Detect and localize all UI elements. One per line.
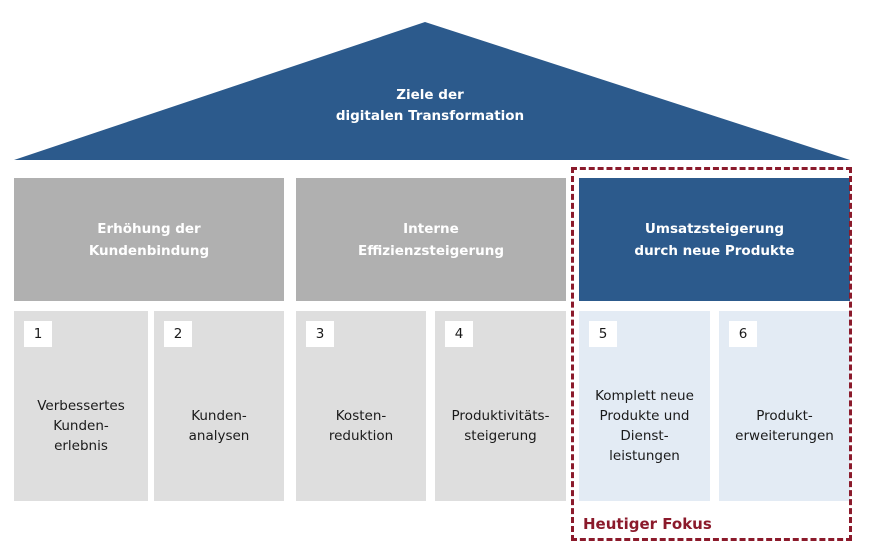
box-5-line-2: Produkte und — [599, 408, 690, 424]
box-6-line-1: Produkt- — [756, 408, 813, 424]
pillar-effizienz-line-2: Effizienzsteigerung — [357, 242, 505, 259]
box-1-line-2: Kunden- — [53, 418, 109, 434]
box-5-number: 5 — [589, 321, 617, 347]
box-3-label: Kosten- reduktion — [296, 351, 426, 501]
roof-shape — [14, 22, 850, 160]
box-5: 5 Komplett neue Produkte und Dienst- lei… — [579, 311, 710, 501]
box-6: 6 Produkt- erweiterungen — [719, 311, 850, 501]
box-5-line-3: Dienst- — [620, 428, 669, 444]
box-3-line-2: reduktion — [328, 428, 394, 444]
box-1-number: 1 — [24, 321, 52, 347]
box-6-number: 6 — [729, 321, 757, 347]
box-6-line-2: erweiterungen — [735, 428, 834, 444]
box-1: 1 Verbessertes Kunden- erlebnis — [14, 311, 148, 501]
box-1-label: Verbessertes Kunden- erlebnis — [14, 351, 148, 501]
pillar-effizienz: Interne Effizienzsteigerung — [296, 178, 566, 301]
focus-frame — [571, 167, 852, 541]
box-2-line-2: analysen — [188, 428, 250, 444]
box-1-line-3: erlebnis — [54, 438, 108, 454]
roof-triangle — [14, 22, 850, 160]
box-4-line-2: steigerung — [464, 428, 537, 444]
box-6-label: Produkt- erweiterungen — [719, 351, 850, 501]
pillar-umsatzsteigerung: Umsatzsteigerung durch neue Produkte — [579, 178, 850, 301]
box-4: 4 Produktivitäts- steigerung — [435, 311, 566, 501]
box-2-line-1: Kunden- — [191, 408, 247, 424]
box-5-line-4: leistungen — [609, 448, 680, 464]
box-3-number: 3 — [306, 321, 334, 347]
roof-title-line-1: Ziele der — [396, 87, 464, 103]
pillar-effizienz-line-1: Interne — [403, 220, 459, 237]
box-4-line-1: Produktivitäts- — [451, 408, 550, 424]
box-4-label: Produktivitäts- steigerung — [435, 351, 566, 501]
pillar-kundenbindung-line-2: Kundenbindung — [88, 242, 210, 259]
box-4-number: 4 — [445, 321, 473, 347]
roof-title: Ziele der digitalen Transformation — [300, 85, 560, 127]
box-3-line-1: Kosten- — [335, 408, 387, 424]
pillar-kundenbindung: Erhöhung der Kundenbindung — [14, 178, 284, 301]
box-2: 2 Kunden- analysen — [154, 311, 284, 501]
box-2-label: Kunden- analysen — [154, 351, 284, 501]
box-5-label: Komplett neue Produkte und Dienst- leist… — [579, 351, 710, 501]
focus-label: Heutiger Fokus — [583, 515, 712, 533]
roof-title-line-2: digitalen Transformation — [335, 108, 525, 124]
box-3: 3 Kosten- reduktion — [296, 311, 426, 501]
pillar-umsatzsteigerung-line-2: durch neue Produkte — [634, 242, 795, 259]
box-5-line-1: Komplett neue — [595, 388, 694, 404]
box-1-line-1: Verbessertes — [37, 398, 125, 414]
box-2-number: 2 — [164, 321, 192, 347]
pillar-umsatzsteigerung-line-1: Umsatzsteigerung — [644, 220, 785, 237]
pillar-kundenbindung-line-1: Erhöhung der — [97, 220, 201, 237]
